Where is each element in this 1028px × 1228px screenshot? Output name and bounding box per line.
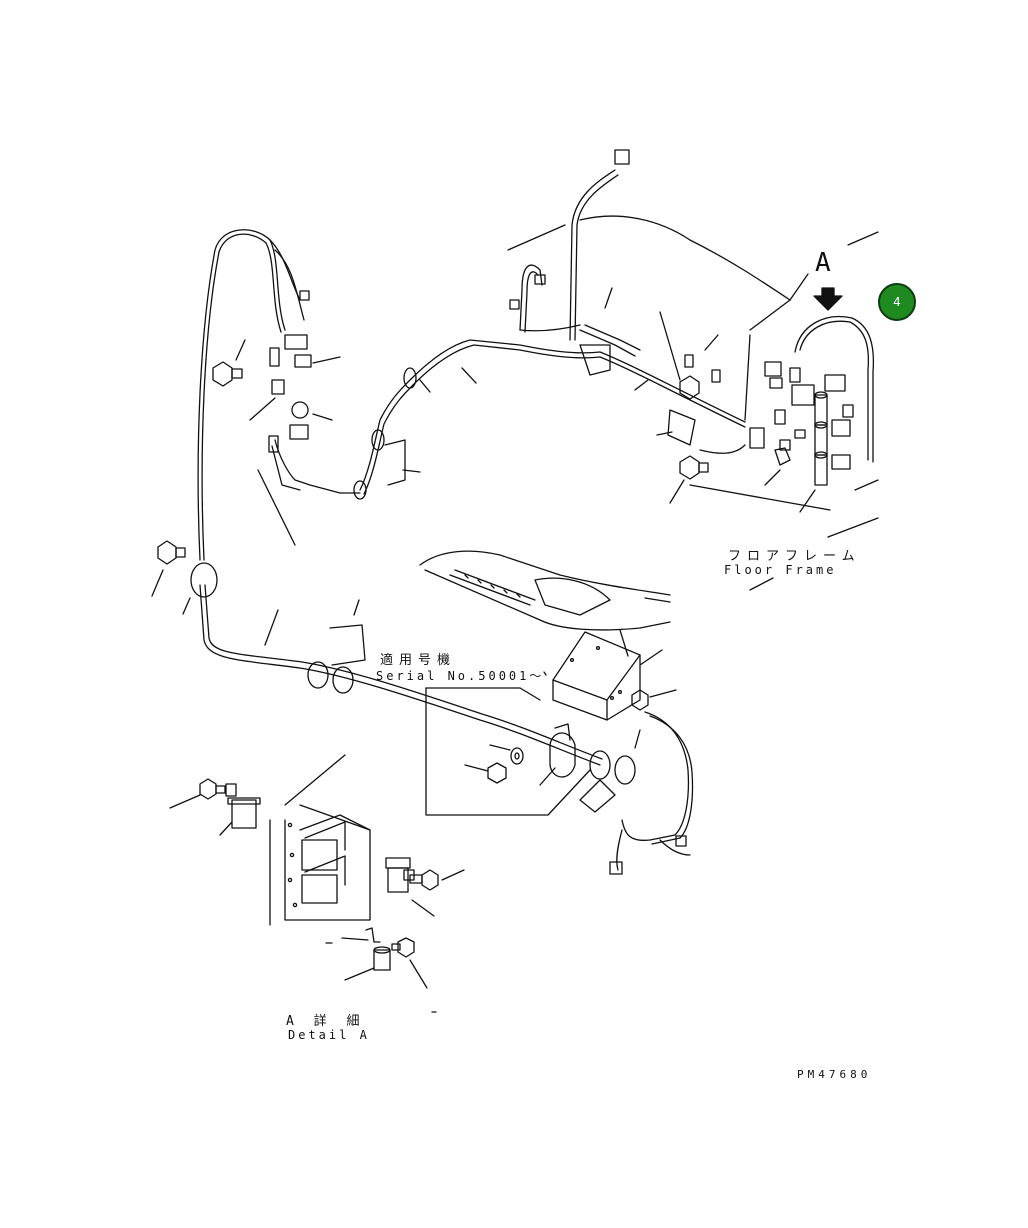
right-lower-harness — [579, 711, 694, 875]
serial-inset — [425, 671, 591, 816]
drawing-number: PM47680 — [797, 1068, 872, 1081]
callout-badge-4: 4 — [878, 283, 916, 321]
view-a-letter: A — [815, 248, 831, 278]
floor-frame-label-jp: フロアフレーム — [728, 549, 861, 564]
view-a-arrow-icon — [813, 287, 843, 311]
detail-a-bracket — [169, 754, 465, 1013]
floor-outline-arc — [507, 215, 879, 331]
bolt-mid-right — [667, 354, 765, 504]
connector-cluster-a — [689, 315, 879, 513]
detail-a-label-en: Detail A — [288, 1028, 370, 1042]
bolt-left-upper — [212, 339, 246, 387]
serial-label-en: Serial No.50001～ — [376, 669, 545, 683]
floor-frame — [419, 517, 879, 631]
controller-box — [552, 629, 677, 721]
main-harness — [151, 540, 603, 766]
top-harness — [509, 149, 746, 428]
upper-middle-harness — [353, 339, 611, 500]
serial-label-jp: 適用号機 — [380, 653, 457, 668]
floor-frame-label-en: Floor Frame — [724, 563, 837, 577]
upper-left-harness — [197, 229, 361, 561]
detail-a-label-jp: A 詳 細 — [286, 1014, 366, 1029]
leader-lines — [249, 287, 719, 546]
